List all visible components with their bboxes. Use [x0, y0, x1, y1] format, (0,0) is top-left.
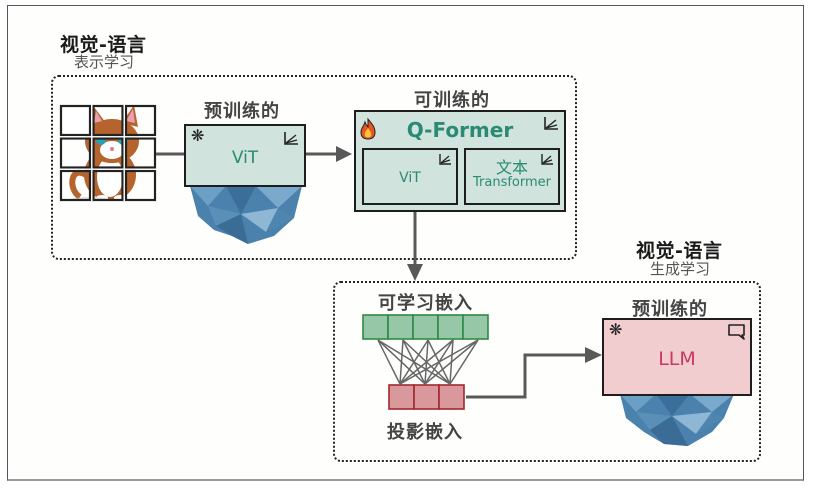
text-transformer-label-line2: Transformer	[472, 175, 551, 190]
patch-grid-lines	[59, 104, 157, 202]
image-modality-icon	[284, 132, 298, 145]
qformer-trainable-label: 可训练的	[414, 90, 490, 111]
learnable-embeddings	[362, 314, 489, 340]
qformer-inner-vit-box: ViT	[362, 148, 458, 205]
projection-embeddings	[388, 384, 465, 410]
image-modality-icon	[541, 154, 553, 165]
inner-vit-label: ViT	[399, 170, 421, 186]
projection-embedding-cell	[413, 384, 440, 410]
learnable-embedding-cell	[387, 314, 414, 340]
llm-box: ❋ LLM	[602, 318, 752, 396]
iceberg-icon	[620, 394, 734, 446]
chat-bubble-icon	[728, 324, 745, 340]
vit-label: ViT	[231, 148, 259, 168]
learnable-embedding-cell	[462, 314, 489, 340]
image-modality-icon	[439, 154, 451, 165]
learnable-embedding-cell	[412, 314, 439, 340]
qformer-label: Q-Former	[406, 118, 514, 142]
text-transformer-label-line1: 文本	[495, 158, 528, 177]
bottom-section-subtitle: 生成学习	[650, 260, 711, 278]
embedding-connections	[377, 339, 479, 385]
qformer-text-transformer-box: 文本 Transformer	[464, 148, 560, 205]
frozen-snowflake-icon: ❋	[191, 126, 205, 145]
arrow-head-icon	[336, 146, 352, 162]
vit-pretrained-label: 预训练的	[204, 101, 280, 122]
top-section-title: 视觉-语言	[60, 34, 147, 56]
bottom-section-title: 视觉-语言	[636, 240, 723, 262]
learnable-embedding-cell	[437, 314, 464, 340]
fire-icon	[360, 117, 376, 140]
qformer-box: Q-Former ViT 文本 Transformer	[354, 110, 566, 212]
llm-label: LLM	[658, 348, 696, 370]
vit-encoder-box: ❋ ViT	[184, 124, 306, 187]
iceberg-icon	[190, 186, 302, 244]
llm-pretrained-label: 预训练的	[632, 299, 708, 320]
learnable-embeddings-label: 可学习嵌入	[378, 293, 473, 314]
representation-learning-group	[51, 75, 577, 260]
image-patch-grid	[59, 104, 157, 202]
frozen-snowflake-icon: ❋	[609, 320, 623, 339]
projection-to-llm-line	[466, 353, 588, 399]
projection-embedding-cell	[388, 384, 415, 410]
top-section-subtitle: 表示学习	[74, 53, 135, 71]
arrow-head-icon	[585, 347, 602, 363]
projection-embeddings-label: 投影嵌入	[387, 422, 463, 443]
image-modality-icon	[544, 117, 558, 130]
generative-learning-group	[333, 281, 761, 462]
projection-embedding-cell	[438, 384, 465, 410]
learnable-embedding-cell	[362, 314, 389, 340]
arrow-head-icon	[407, 264, 423, 281]
